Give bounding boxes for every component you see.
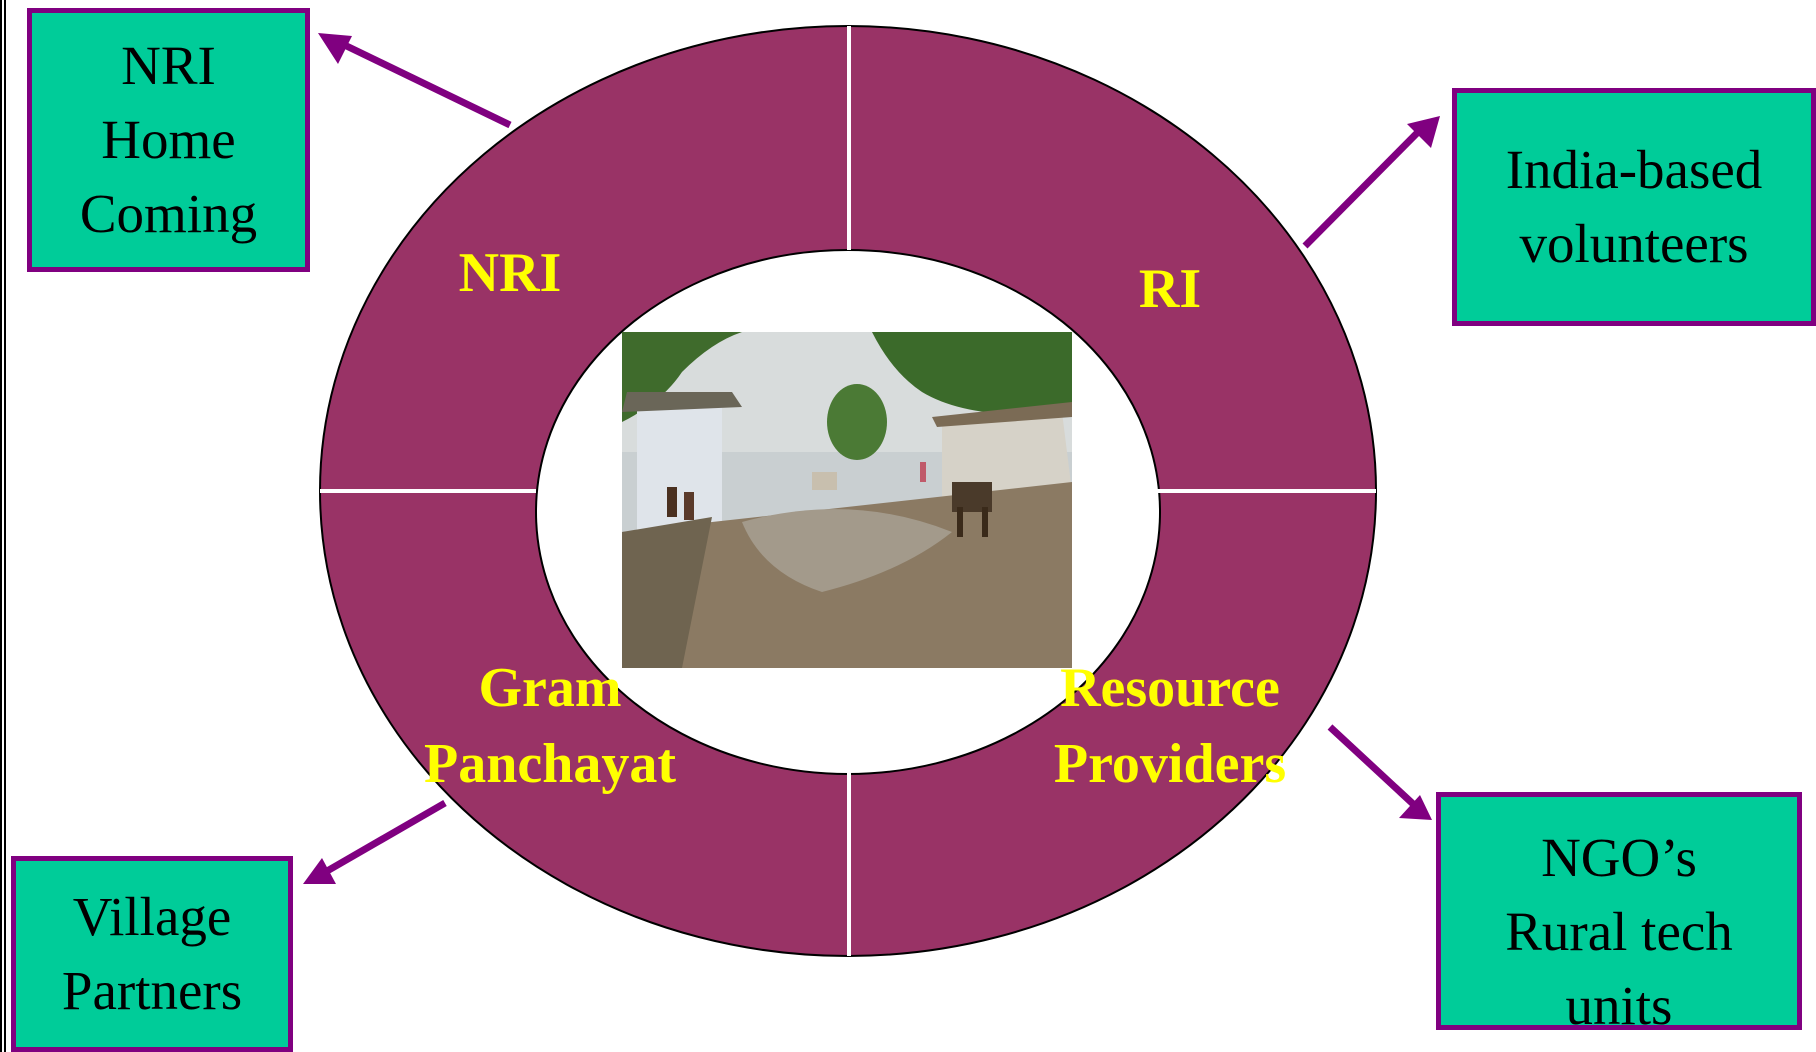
ring-label-ri: RI bbox=[1100, 251, 1240, 327]
arrowhead-india-volunteers bbox=[1407, 116, 1440, 148]
box-nri-home-line3: Coming bbox=[79, 183, 258, 244]
box-nri-home-coming: NRI Home Coming bbox=[27, 8, 310, 272]
box-village-partners-line1: Village bbox=[72, 886, 232, 947]
ring-shape bbox=[319, 25, 1377, 957]
ring-label-resource-line1: Resource bbox=[1060, 657, 1280, 719]
box-ngo-line3: units bbox=[1565, 975, 1673, 1036]
box-village-partners-line2: Partners bbox=[61, 960, 243, 1021]
ring-label-nri: NRI bbox=[430, 235, 590, 311]
box-nri-home-line2: Home bbox=[101, 109, 236, 170]
box-ngo-rural-tech-units: NGO’s Rural tech units bbox=[1436, 792, 1802, 1036]
ring-label-gram-line1: Gram bbox=[478, 657, 622, 719]
arrow-village-partners bbox=[313, 799, 447, 882]
box-india-volunteers-line2: volunteers bbox=[1519, 213, 1749, 274]
left-border bbox=[0, 0, 6, 1052]
ring-label-gram-line2: Panchayat bbox=[424, 733, 676, 795]
box-ngo-line2: Rural tech bbox=[1505, 901, 1733, 962]
arrow-india-volunteers bbox=[1302, 122, 1428, 249]
box-village-partners: Village Partners bbox=[11, 856, 293, 1052]
box-india-volunteers-line1: India-based bbox=[1505, 139, 1763, 200]
arrowhead-ngo-units bbox=[1399, 795, 1432, 820]
ring-label-ri-line: RI bbox=[1138, 258, 1202, 320]
box-nri-home-line1: NRI bbox=[121, 35, 216, 96]
ring-label-gram-panchayat: Gram Panchayat bbox=[390, 650, 710, 802]
ring-label-nri-line: NRI bbox=[458, 242, 562, 304]
ring-label-resource-line2: Providers bbox=[1053, 733, 1287, 795]
arrow-nri-home bbox=[328, 34, 512, 129]
box-india-based-volunteers: India-based volunteers bbox=[1452, 88, 1816, 326]
arrowhead-nri-home bbox=[318, 33, 352, 64]
village-road-photo bbox=[622, 332, 1072, 668]
arrow-ngo-units bbox=[1327, 724, 1428, 818]
ring-label-resource-providers: Resource Providers bbox=[1010, 650, 1330, 802]
arrowhead-village-partners bbox=[303, 858, 336, 884]
box-ngo-line1: NGO’s bbox=[1541, 827, 1697, 888]
